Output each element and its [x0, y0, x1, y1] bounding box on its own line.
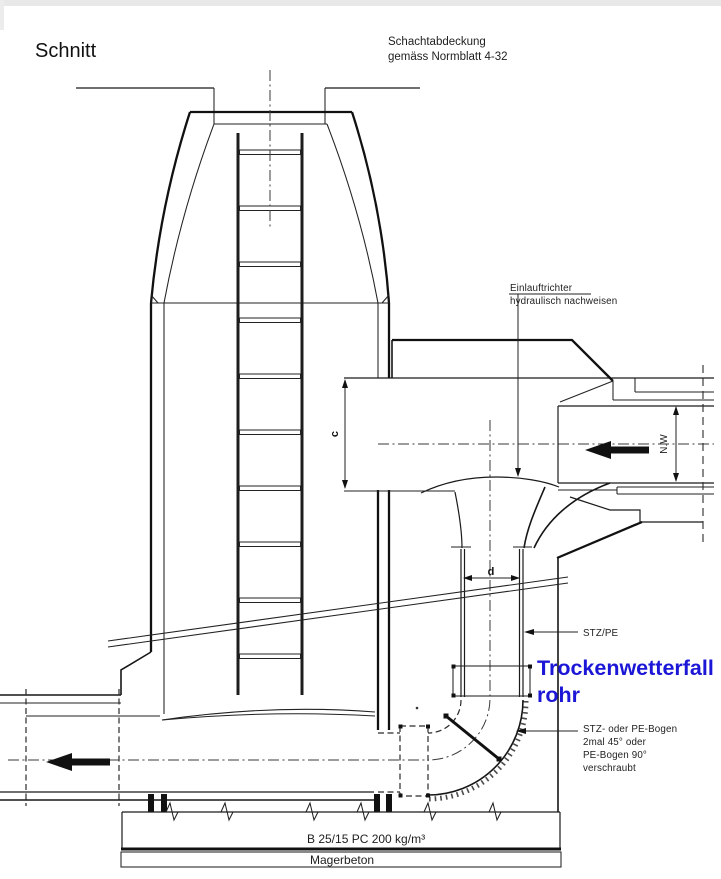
- pipe-coupling-outlet: [399, 725, 429, 797]
- dim-c-label: c: [329, 431, 341, 437]
- bend-note-line2: 2mal 45° oder: [583, 737, 647, 748]
- crossing-pipe: [107, 576, 569, 648]
- shaft-barrel: [120, 303, 392, 812]
- flow-arrow-out: [46, 753, 110, 771]
- dimension-nw: [673, 406, 679, 482]
- drop-pipe-label-line2: rohr: [537, 683, 581, 707]
- dimension-d: [463, 575, 520, 581]
- dim-d-label: d: [488, 566, 495, 578]
- droppipe-centerline: [427, 420, 491, 761]
- inlet-funnel: [344, 476, 611, 549]
- leader-bend-note: [516, 728, 578, 734]
- ground-line: [76, 87, 420, 124]
- cover-note-line1: Schachtabdeckung: [388, 36, 486, 48]
- foundation-slab: [121, 801, 561, 851]
- page-edge-strip-left: [0, 0, 4, 30]
- pipe-bend: [378, 699, 529, 802]
- flow-channel: [161, 708, 376, 721]
- drop-pipe-label-line1: Trockenwetterfall: [537, 656, 714, 680]
- bend-45-joint: [445, 714, 500, 761]
- bend-hatching: [426, 700, 529, 802]
- bend-note-line4: verschraubt: [583, 763, 636, 774]
- right-concrete-block: [556, 520, 643, 812]
- cover-note-line2: gemäss Normblatt 4-32: [388, 51, 508, 63]
- funnel-note-line1: Einlauftrichter: [510, 283, 573, 294]
- lean-concrete-layer: [120, 851, 562, 868]
- leader-funnel-note: [509, 293, 591, 477]
- shaft-cone: [149, 110, 391, 304]
- lean-concrete-label: Magerbeton: [310, 853, 374, 867]
- funnel-note-line2: hydraulisch nachweisen: [510, 296, 617, 307]
- bend-note-line1: STZ- oder PE-Bogen: [583, 724, 677, 735]
- dim-nw-label: N.W: [659, 434, 670, 454]
- pipe-material-label: STZ/PE: [583, 628, 619, 639]
- concrete-spec-label: B 25/15 PC 200 kg/m³: [307, 832, 425, 846]
- pipe-coupling-top: [452, 665, 531, 697]
- inlet-pipe: [344, 338, 714, 545]
- dimension-c: [342, 379, 348, 489]
- page-edge-strip: [0, 0, 721, 6]
- break-marks: [165, 801, 502, 822]
- flow-arrow-in: [585, 441, 649, 459]
- drawing-title: Schnitt: [35, 40, 97, 62]
- outlet-pipe: [0, 689, 374, 806]
- leader-pipe-material: [524, 629, 578, 635]
- bend-note-line3: PE-Bogen 90°: [583, 750, 647, 761]
- drop-pipe: [451, 546, 532, 698]
